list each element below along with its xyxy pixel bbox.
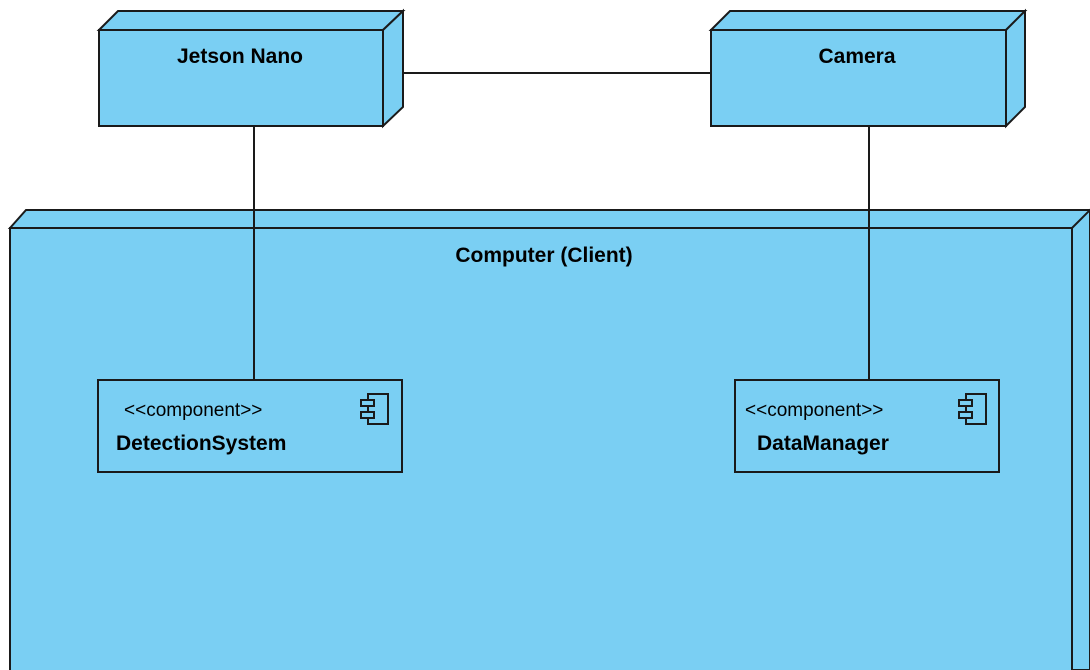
node-camera[interactable]: Camera	[708, 8, 1028, 129]
node-jetson-front-face	[98, 29, 384, 127]
component-datamanager-name: DataManager	[757, 432, 889, 455]
node-computer-label: Computer (Client)	[455, 244, 632, 267]
node-camera-side-face	[1005, 8, 1026, 129]
component-detectionsystem-box	[97, 379, 403, 473]
node-camera-top-face	[708, 10, 1028, 31]
node-jetson-top-face	[96, 10, 406, 31]
component-datamanager[interactable]: <<component>> DataManager	[734, 379, 1000, 473]
component-icon	[958, 393, 987, 425]
component-detectionsystem-name: DetectionSystem	[116, 432, 286, 455]
component-datamanager-stereotype: <<component>>	[745, 400, 883, 421]
component-icon	[360, 393, 389, 425]
node-computer-side-face	[1071, 208, 1090, 670]
component-detectionsystem-stereotype: <<component>>	[124, 400, 262, 421]
component-datamanager-box	[734, 379, 1000, 473]
node-camera-label: Camera	[818, 45, 895, 68]
node-jetson-label: Jetson Nano	[177, 45, 303, 68]
node-camera-front-face	[710, 29, 1007, 127]
component-detectionsystem[interactable]: <<component>> DetectionSystem	[97, 379, 403, 473]
node-jetson-side-face	[382, 8, 404, 129]
node-jetson-nano[interactable]: Jetson Nano	[96, 8, 406, 129]
node-computer-top-face	[7, 209, 1090, 229]
